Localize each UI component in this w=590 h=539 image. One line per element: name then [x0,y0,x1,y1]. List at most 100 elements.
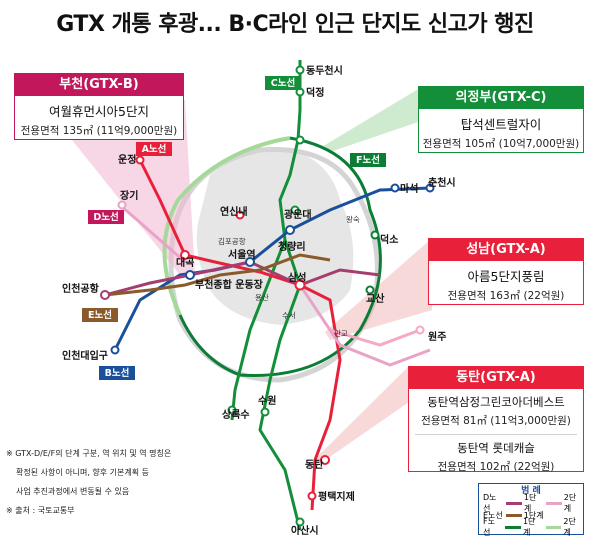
tag-c-line: C노선 [265,76,301,90]
note-source: ※ 출처 : 국토교통부 [6,506,75,515]
callout-uijeongbu-area: 전용면적 105㎡ (10억7,000만원) [422,138,580,150]
station-sangnoksu [227,405,237,415]
label-maseok: 마석 [400,182,418,195]
legend-row-f-name: F노선 [483,517,495,537]
station-uijeongbu [295,135,305,145]
station-asan [295,517,305,527]
label-incheon-port: 인천대입구 [62,349,108,362]
label-seoul: 서울역 [228,248,256,261]
legend-row-f-stage1: 1단계 [522,517,536,537]
station-bucheon [185,270,195,280]
note-line-1: ※ GTX-D/E/F의 단계 구분, 역 위치 및 역 명칭은 [6,449,172,458]
station-incheon-airport [100,290,110,300]
line-c-branch [230,239,287,421]
label-yongsan: 용산 [255,292,269,302]
footnotes: ※ GTX-D/E/F의 단계 구분, 역 위치 및 역 명칭은 확정된 사항이… [6,444,171,520]
label-woonjeong: 운정 [118,153,136,166]
station-dongducheon [295,65,305,75]
label-suseo: 수서 [282,311,296,320]
page-title: GTX 개통 후광... B·C라인 인근 단지도 신고가 행진 [56,12,534,37]
line-f-stage2 [162,136,291,316]
label-yeonsinnae: 연신내 [220,205,248,218]
callout-bucheon: 부천(GTX-B) 여월휴먼시아5단지 전용면적 135㎡ (11억9,000만… [14,73,184,140]
legend-row-f-stage2: 2단계 [563,517,576,537]
seongnam-highlight [325,240,432,340]
label-gimpo: 김포공항 [218,236,246,246]
station-dongtan [320,455,330,465]
tag-b-line: B노선 [99,366,135,380]
legend-row-f: F노선 1단계 2단계 [483,517,583,537]
station-seoul [245,257,255,267]
legend-row-d-stage1: 1단계 [523,493,537,513]
legend-f-stage2-swatch [545,525,562,529]
legend-row-e-name: E노선 [483,510,503,520]
note-line-3: 사업 추진과정에서 변동될 수 있음 [16,487,130,496]
callout-dongtan-name1: 동탄역삼정그린코아더베스트 [427,395,565,409]
callout-bucheon-name: 여월휴먼시아5단지 [49,104,149,119]
station-gyosan [365,285,375,295]
callout-dongtan-divider [415,434,577,435]
callout-seongnam: 성남(GTX-A) 아름5단지풍림 전용면적 163㎡ (22억원) [428,238,584,305]
legend: 범 례 D노선 1단계 2단계 E노선 1단계 F노선 1단계 2단계 [478,483,584,537]
station-janggi [117,200,127,210]
tag-f-line-text: F노선 [356,154,380,166]
station-samseong [294,279,306,291]
tag-d-line: D노선 [88,210,124,224]
note-line-2: 확정된 사항이 아니며, 향후 기본계획 등 [16,468,150,477]
tag-e-line: E노선 [82,308,118,322]
label-asan: 아산시 [291,524,319,537]
label-samseong: 삼성 [288,271,306,284]
callout-bucheon-header: 부천(GTX-B) [15,74,183,96]
dongtan-highlight [312,365,412,465]
label-bucheon: 부천종합 운동장 [195,278,264,291]
callout-dongtan-area1: 전용면적 81㎡ (11억3,000만원) [421,415,571,427]
station-chuncheon [425,183,435,193]
station-deokso [370,230,380,240]
label-gyosan: 교산 [366,292,385,305]
legend-row-d-name: D노선 [483,493,497,513]
gtx-route-map: C노선 F노선 A노선 D노선 E노선 B노선 연신내 광운대 청량리 서울역 … [40,60,456,537]
legend-d-stage1-swatch [506,501,522,505]
line-e [104,253,331,297]
station-suwon [260,407,270,417]
callout-uijeongbu-name: 탑석센트럴자이 [460,117,542,132]
callout-dongtan-area2: 전용면적 102㎡ (22억원) [437,461,555,473]
legend-d-stage2-swatch [546,501,562,505]
station-incheon-port [110,345,120,355]
label-dongtan: 동탄 [305,458,324,471]
station-daegok [180,250,190,260]
line-c [258,60,302,531]
label-pangyo: 판교 [334,329,348,338]
station-maseok [390,183,400,193]
legend-f-stage1-swatch [505,525,521,529]
callout-seongnam-name: 아름5단지풍림 [467,269,545,284]
label-pyeongtaek: 평택지제 [318,490,355,503]
line-a-ext [329,328,421,347]
callout-dongtan-header: 동탄(GTX-A) [409,367,583,389]
label-cheongnyangni: 청량리 [278,240,306,253]
label-janggi: 장기 [120,189,138,202]
legend-e-stage1-swatch [505,513,522,517]
callout-dongtan-name2: 동탄역 롯데캐슬 [457,441,535,455]
callout-seongnam-area: 전용면적 163㎡ (22억원) [447,290,565,302]
tag-c-line-text: C노선 [271,77,295,89]
label-dongducheon: 동두천시 [306,64,343,77]
callout-seongnam-header: 성남(GTX-A) [429,239,583,261]
label-chuncheon: 춘천시 [428,176,456,189]
callout-bucheon-area: 전용면적 135㎡ (11억9,000만원) [20,125,178,137]
callout-uijeongbu-header: 의정부(GTX-C) [419,87,583,109]
label-daegok: 대곡 [176,256,194,269]
tag-e-line-text: E노선 [88,309,112,321]
label-incheon-airport: 인천공항 [62,282,100,295]
callout-dongtan: 동탄(GTX-A) 동탄역삼정그린코아더베스트 전용면적 81㎡ (11억3,0… [408,366,584,473]
label-suwon: 수원 [258,394,276,407]
callout-uijeongbu: 의정부(GTX-C) 탑석센트럴자이 전용면적 105㎡ (10억7,000만원… [418,86,584,153]
legend-row-e-stage1: 1단계 [523,510,544,520]
station-pyeongtaek [307,491,317,501]
uijeongbu-highlight [320,88,430,152]
label-wonju: 원주 [428,330,446,343]
label-sangnoksu: 상록수 [222,408,250,421]
tag-f-line: F노선 [350,153,386,167]
tag-a-line-text: A노선 [142,143,167,155]
station-wonju [415,325,425,335]
